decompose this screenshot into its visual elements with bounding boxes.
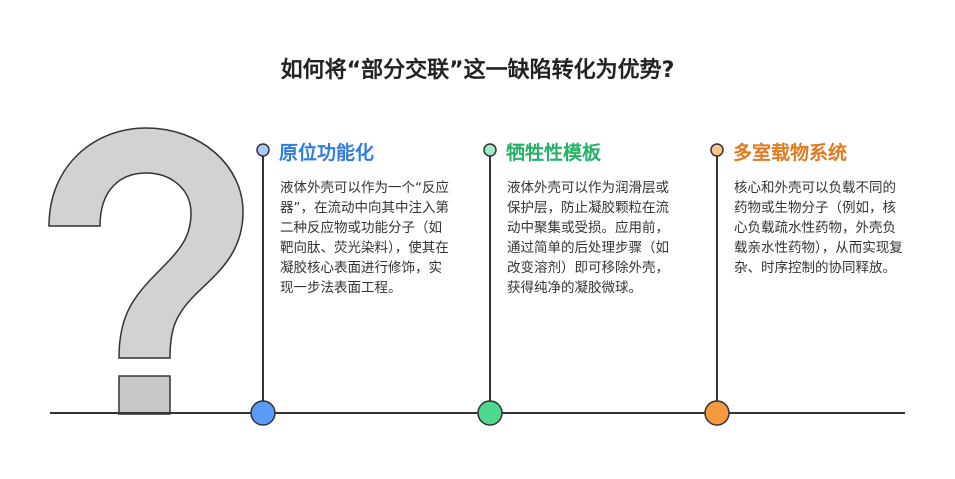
- timeline-node: [477, 400, 503, 426]
- timeline-node: [250, 400, 276, 426]
- column-body: 核心和外壳可以负载不同的药物或生物分子（例如，核心负载疏水性药物，外壳负载亲水性…: [734, 180, 903, 276]
- timeline-node: [704, 400, 730, 426]
- column-body: 液体外壳可以作为一个“反应器”，在流动中向其中注入第二种反应物或功能分子（如靶向…: [280, 180, 449, 296]
- column-title: 牺牲性模板: [506, 142, 602, 164]
- column-title: 多室载物系统: [733, 142, 848, 164]
- top-dot: [710, 143, 724, 157]
- column-body: 液体外壳可以作为润滑层或保护层，防止凝胶颗粒在流动中聚集或受损。应用前，通过简单…: [507, 180, 669, 296]
- top-dot: [483, 143, 497, 157]
- column-title: 原位功能化: [279, 142, 375, 164]
- diagram-title: 如何将“部分交联”这一缺陷转化为优势?: [280, 58, 675, 83]
- top-dot: [256, 143, 270, 157]
- question-mark-icon: [48, 127, 244, 415]
